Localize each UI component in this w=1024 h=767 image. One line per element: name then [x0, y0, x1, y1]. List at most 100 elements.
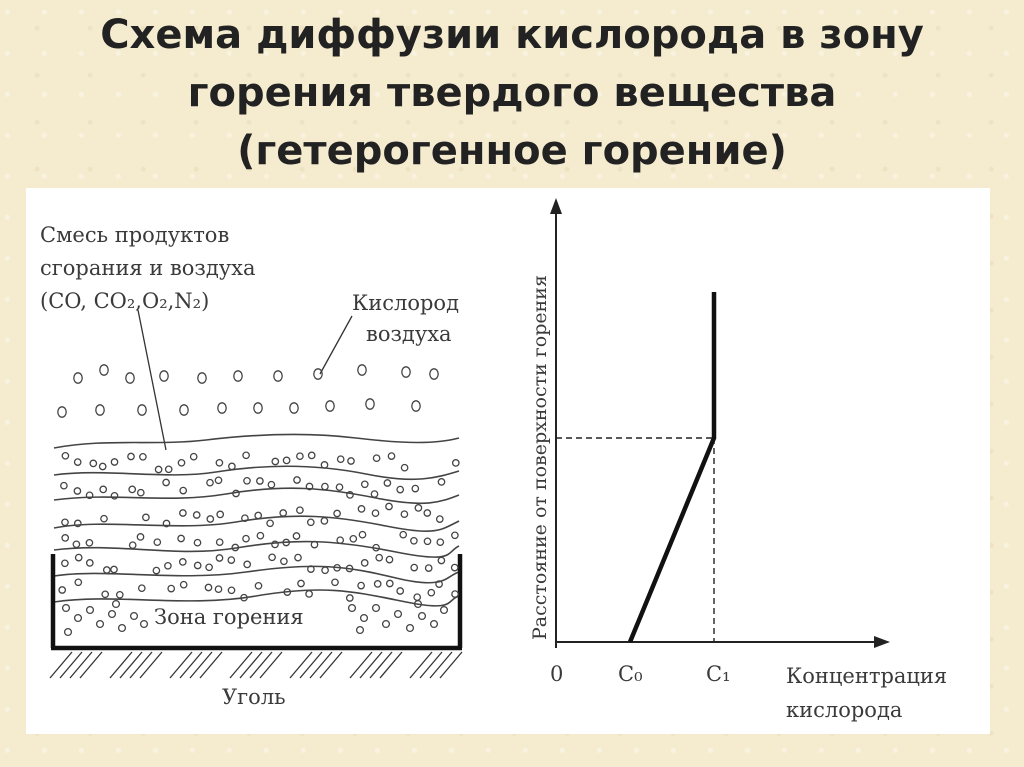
molecule-circle: [125, 372, 135, 384]
molecule-circle: [142, 513, 150, 522]
molecule-circle: [233, 370, 243, 382]
molecule-circle: [451, 590, 459, 598]
molecule-circle: [179, 580, 188, 589]
molecule-circle: [227, 556, 236, 564]
molecule-circle: [424, 564, 433, 572]
molecule-circle: [357, 364, 367, 376]
molecule-circle: [73, 613, 83, 623]
oxygen-leader-line: [319, 315, 353, 375]
molecule-circle: [189, 452, 198, 461]
diagram-figure: Смесь продуктов сгорания и воздуха (CO, …: [26, 188, 990, 734]
molecule-circle: [193, 561, 202, 570]
molecule-circle: [178, 558, 187, 566]
molecule-circle: [357, 505, 366, 513]
molecule-circle: [423, 537, 432, 546]
molecule-circle: [283, 588, 292, 596]
molecule-circle: [61, 518, 69, 527]
molecule-circle: [359, 613, 369, 623]
molecule-circle: [307, 451, 316, 460]
molecule-circle: [110, 565, 118, 574]
molecule-circle: [206, 478, 214, 487]
molecule-circle: [177, 458, 186, 467]
molecule-circle: [243, 560, 252, 569]
molecule-circle: [192, 511, 201, 519]
molecule-circle: [355, 625, 365, 635]
molecule-circle: [85, 491, 94, 500]
molecule-circle: [216, 510, 225, 519]
molecule-circle: [346, 491, 354, 499]
molecule-circle: [413, 599, 423, 609]
molecule-circle: [74, 578, 83, 587]
molecule-circle: [400, 510, 409, 519]
molecule-circle: [423, 509, 432, 517]
molecule-circle: [240, 593, 248, 602]
molecule-circle: [289, 402, 299, 414]
molecule-circle: [293, 476, 301, 484]
molecule-circle: [385, 502, 393, 511]
molecule-circle: [206, 515, 215, 523]
molecule-circle: [429, 619, 439, 629]
molecule-circle: [271, 540, 279, 549]
molecule-circle: [99, 364, 109, 376]
molecule-circle: [74, 553, 83, 562]
molecule-circle: [336, 455, 345, 464]
molecule-circle: [111, 599, 121, 609]
molecule-circle: [321, 566, 329, 575]
molecule-circle: [427, 588, 436, 597]
molecule-circle: [85, 605, 95, 615]
molecule-circle: [345, 564, 354, 573]
molecule-circle: [58, 586, 67, 594]
origin-label: 0: [550, 662, 563, 686]
molecule-circle: [95, 404, 105, 416]
molecule-circle: [164, 561, 172, 570]
molecule-circle: [73, 519, 82, 528]
molecule-circle: [266, 519, 274, 528]
molecule-circle: [193, 538, 202, 547]
molecule-circle: [296, 506, 304, 515]
molecule-circle: [297, 579, 305, 588]
molecule-circle: [411, 484, 420, 493]
molecule-circle: [61, 534, 70, 542]
concentration-profile: [627, 292, 717, 643]
molecule-circle: [256, 477, 264, 485]
molecule-circle: [254, 511, 263, 520]
molecule-circle: [417, 611, 427, 621]
molecule-circle: [215, 554, 224, 562]
molecule-circle: [357, 581, 365, 590]
molecule-circle: [115, 590, 124, 599]
molecule-circle: [228, 462, 236, 471]
molecule-circle: [305, 482, 314, 491]
molecule-circle: [437, 556, 446, 565]
molecule-circle: [217, 402, 227, 414]
gas-layer-boundaries: [53, 433, 460, 607]
molecule-circle: [137, 404, 147, 416]
molecule-circle: [385, 579, 394, 588]
molecule-circle: [231, 543, 240, 552]
coal-hatching: [49, 651, 463, 679]
molecule-circle: [385, 555, 394, 564]
molecule-circle: [179, 486, 188, 495]
molecule-circle: [429, 368, 439, 380]
molecule-circle: [267, 480, 276, 489]
molecule-circle: [164, 465, 173, 474]
molecule-circle: [242, 534, 250, 543]
molecule-circle: [102, 566, 111, 574]
molecule-circle: [128, 485, 137, 494]
molecule-circle: [336, 536, 345, 545]
molecule-circle: [360, 480, 369, 489]
title-line-1: Схема диффузии кислорода в зону: [100, 12, 924, 58]
molecule-circle: [414, 504, 423, 512]
molecule-circle: [215, 458, 224, 467]
molecule-circle: [280, 557, 288, 566]
molecule-circle: [177, 534, 185, 543]
molecule-circle: [313, 368, 323, 380]
molecule-circle: [306, 518, 315, 527]
molecule-circle: [136, 488, 145, 497]
title-line-2: горения твердого вещества: [187, 70, 837, 116]
molecule-circle: [405, 623, 415, 633]
molecule-circle: [162, 519, 171, 528]
molecule-circle: [253, 402, 263, 414]
molecule-circle: [72, 540, 81, 549]
molecule-circle: [373, 580, 382, 588]
molecule-circle: [242, 451, 250, 460]
